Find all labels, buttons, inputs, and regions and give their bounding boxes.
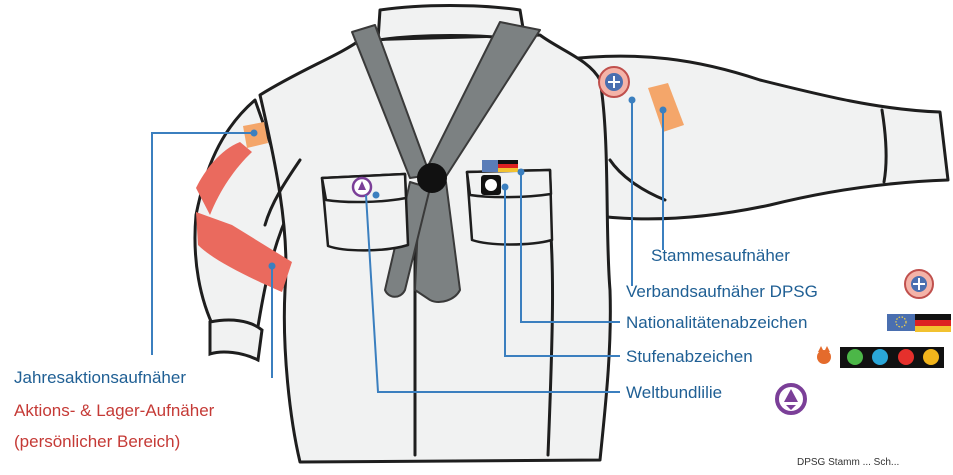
lily-icon: [777, 385, 805, 413]
label-jahresaktion: Jahresaktionsaufnäher: [14, 368, 186, 388]
label-verbandsaufnaeher: Verbandsaufnäher DPSG: [626, 282, 818, 302]
german-flag-icon: [915, 314, 951, 332]
eu-flag-icon: [887, 314, 915, 331]
stufen-woelflinge-icon: [817, 346, 831, 364]
stufen-blue-icon: [872, 349, 888, 365]
stufen-green-icon: [847, 349, 863, 365]
stufen-red-icon: [898, 349, 914, 365]
label-aktions-lager: Aktions- & Lager-Aufnäher: [14, 401, 214, 421]
dpsg-emblem-icon: [599, 67, 629, 97]
woggle: [417, 163, 447, 193]
weltbund-lily-on-pocket: [353, 178, 371, 196]
credit-text: DPSG Stamm ... Sch...: [797, 457, 899, 468]
label-stammesaufnaeher: Stammesaufnäher: [651, 246, 790, 266]
national-badge-on-pocket: [482, 160, 518, 172]
dpsg-emblem-icon: [905, 270, 933, 298]
label-weltbundlilie: Weltbundlilie: [626, 383, 722, 403]
label-persoenlich: (persönlicher Bereich): [14, 432, 180, 452]
label-nationalitaeten: Nationalitätenabzeichen: [626, 313, 807, 333]
stufen-badge-on-pocket: [481, 175, 501, 195]
label-stufenabzeichen: Stufenabzeichen: [626, 347, 753, 367]
shirt-body: [195, 35, 948, 462]
stufen-yellow-icon: [923, 349, 939, 365]
stufen-badge-icon: [817, 346, 944, 368]
